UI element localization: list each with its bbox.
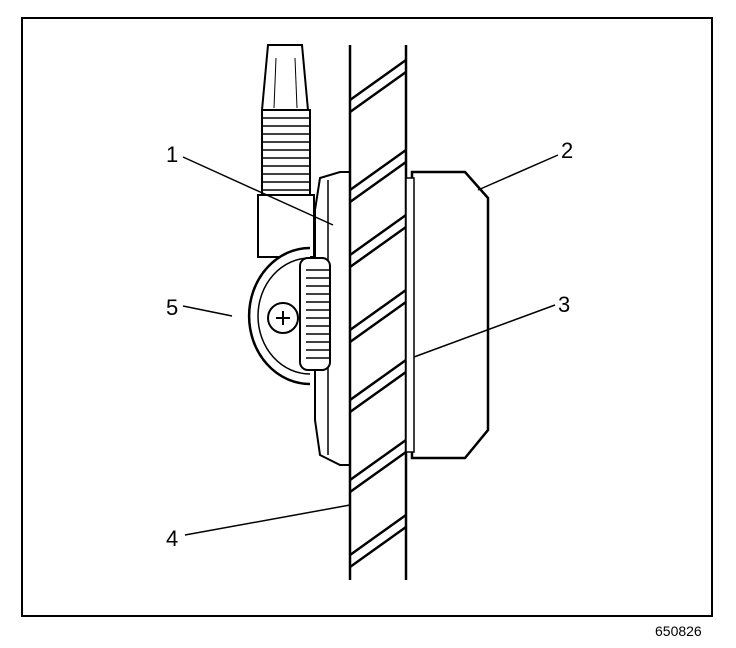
screw-head [267, 302, 299, 334]
leader-lines [182, 154, 559, 536]
connector-tip [260, 44, 310, 111]
threaded-stem [257, 109, 315, 258]
outer-antenna-base [405, 170, 490, 460]
leader-4 [184, 504, 351, 536]
leader-1 [182, 156, 334, 226]
callout-2-label: 2 [561, 138, 574, 163]
leader-5 [182, 305, 233, 317]
callout-3-label: 3 [558, 292, 571, 317]
callout-1-label: 1 [166, 142, 179, 167]
glass-panel [348, 45, 408, 580]
callout-4-label: 4 [166, 526, 179, 551]
adjustment-wheel [247, 246, 331, 386]
leader-2 [477, 154, 559, 191]
callout-5-label: 5 [166, 295, 179, 320]
figure-id: 650826 [655, 623, 702, 639]
leader-3 [413, 304, 556, 358]
outer-frame [21, 17, 713, 617]
